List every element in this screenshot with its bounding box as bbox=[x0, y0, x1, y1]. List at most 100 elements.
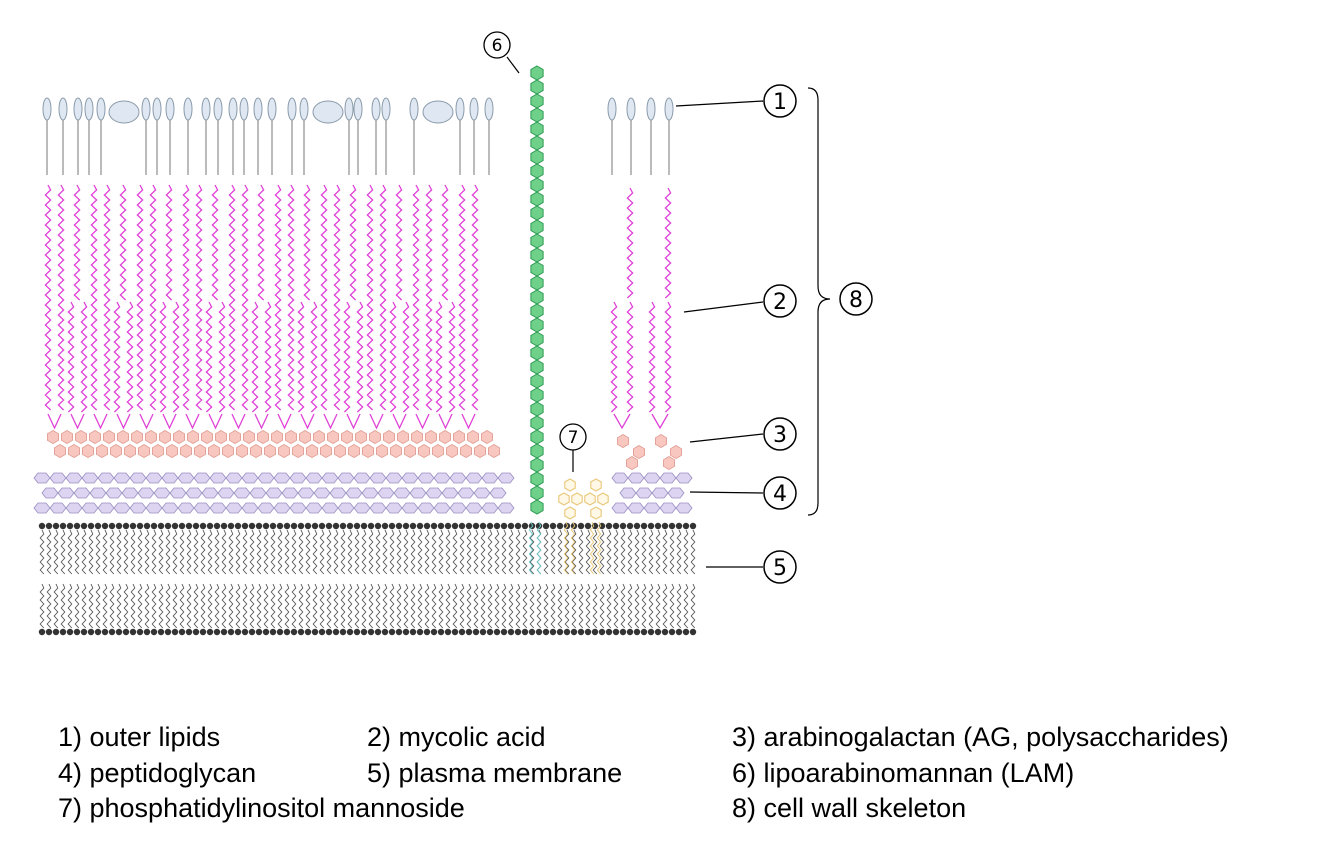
mycolic-acid-chain bbox=[310, 301, 318, 413]
peptidoglycan-unit bbox=[113, 472, 131, 484]
membrane-tail-top bbox=[452, 529, 458, 575]
membrane-head-bottom bbox=[402, 628, 410, 636]
peptidoglycan-unit bbox=[643, 502, 661, 514]
membrane-tail-bottom bbox=[256, 583, 262, 629]
outer-lipid-head bbox=[253, 97, 263, 121]
membrane-tail-top bbox=[228, 529, 234, 575]
mycolic-acid-chain bbox=[113, 301, 121, 413]
peptidoglycan-unit bbox=[337, 472, 355, 484]
mycolic-acid-chain bbox=[241, 184, 249, 411]
membrane-head-bottom bbox=[94, 628, 102, 636]
membrane-tail-bottom bbox=[501, 583, 507, 629]
outer-lipid-head bbox=[58, 97, 68, 121]
membrane-tail-bottom bbox=[592, 583, 598, 629]
mycolic-acid-linker bbox=[415, 413, 430, 430]
membrane-head-top bbox=[577, 522, 585, 530]
peptidoglycan-unit bbox=[481, 502, 499, 514]
membrane-head-top bbox=[640, 522, 648, 530]
peptidoglycan-unit bbox=[81, 472, 99, 484]
arabinogalactan-unit bbox=[340, 430, 354, 444]
membrane-head-top bbox=[409, 522, 417, 530]
arabinogalactan-unit bbox=[670, 445, 682, 459]
membrane-head-bottom bbox=[248, 628, 256, 636]
mycolic-acid-chain bbox=[287, 184, 295, 411]
membrane-tail-top bbox=[606, 529, 612, 575]
membrane-head-bottom bbox=[549, 628, 557, 636]
arabinogalactan-unit bbox=[459, 444, 473, 458]
peptidoglycan-unit bbox=[627, 472, 645, 484]
peptidoglycan-unit bbox=[201, 487, 219, 499]
mycolic-acid-linker bbox=[300, 413, 315, 430]
legend-item-cell-wall-skeleton: 8) cell wall skeleton bbox=[732, 793, 967, 823]
membrane-head-bottom bbox=[654, 628, 662, 636]
outer-lipid-head bbox=[228, 97, 238, 121]
membrane-tail-top bbox=[550, 529, 556, 575]
membrane-tail-top bbox=[67, 529, 73, 575]
mycolic-acid-chain bbox=[425, 184, 433, 411]
membrane-head-bottom bbox=[493, 628, 501, 636]
membrane-tail-top bbox=[438, 529, 444, 575]
membrane-head-bottom bbox=[409, 628, 417, 636]
membrane-tail-bottom bbox=[459, 583, 465, 629]
peptidoglycan-unit bbox=[89, 487, 107, 499]
arabinogalactan-unit bbox=[305, 444, 319, 458]
membrane-head-top bbox=[59, 522, 67, 530]
outer-lipid-head bbox=[626, 97, 636, 121]
mycolic-acid-chain bbox=[228, 184, 236, 411]
arabinogalactan-unit bbox=[326, 430, 340, 444]
peptidoglycan-unit bbox=[273, 502, 291, 514]
membrane-tail-top bbox=[88, 529, 94, 575]
membrane-head-top bbox=[318, 522, 326, 530]
mycolic-acid-chain bbox=[412, 184, 420, 411]
lam-anchor bbox=[528, 521, 534, 575]
outer-lipid-head bbox=[183, 97, 193, 121]
brace-8 bbox=[807, 87, 831, 516]
membrane-tail-bottom bbox=[466, 583, 472, 629]
membrane-head-top bbox=[129, 522, 137, 530]
peptidoglycan-unit bbox=[289, 472, 307, 484]
legend-item-peptidoglycan: 4) peptidoglycan bbox=[58, 758, 257, 788]
membrane-head-top bbox=[311, 522, 319, 530]
peptidoglycan-unit bbox=[675, 472, 693, 484]
arabinogalactan-unit bbox=[144, 430, 158, 444]
peptidoglycan-layer bbox=[33, 472, 693, 514]
membrane-head-bottom bbox=[360, 628, 368, 636]
arabinogalactan-unit bbox=[368, 430, 382, 444]
arabinogalactan-unit bbox=[179, 444, 193, 458]
membrane-tail-top bbox=[599, 529, 605, 575]
peptidoglycan-unit bbox=[305, 502, 323, 514]
membrane-tail-bottom bbox=[242, 583, 248, 629]
membrane-head-bottom bbox=[626, 628, 634, 636]
arabinogalactan-unit bbox=[617, 434, 629, 448]
membrane-tail-bottom bbox=[109, 583, 115, 629]
mycolic-acid-chain bbox=[626, 301, 634, 413]
arabinogalactan-unit bbox=[452, 430, 466, 444]
membrane-tail-top bbox=[109, 529, 115, 575]
membrane-tail-top bbox=[361, 529, 367, 575]
peptidoglycan-unit bbox=[377, 487, 395, 499]
membrane-head-bottom bbox=[87, 628, 95, 636]
arabinogalactan-unit bbox=[165, 444, 179, 458]
membrane-tail-bottom bbox=[263, 583, 269, 629]
membrane-tail-bottom bbox=[207, 583, 213, 629]
membrane-head-top bbox=[675, 522, 683, 530]
membrane-tail-bottom bbox=[536, 583, 542, 629]
membrane-head-bottom bbox=[388, 628, 396, 636]
mycolic-acid-linker bbox=[254, 413, 269, 430]
mycolic-acid-chain bbox=[648, 301, 656, 413]
peptidoglycan-unit bbox=[145, 502, 163, 514]
arabinogalactan-unit bbox=[473, 444, 487, 458]
mycolic-acid-chain bbox=[379, 184, 387, 411]
lam-sugar-unit bbox=[530, 485, 544, 501]
outer-glycolipid-head bbox=[312, 100, 344, 124]
peptidoglycan-unit bbox=[441, 487, 459, 499]
membrane-head-top bbox=[45, 522, 53, 530]
peptidoglycan-unit bbox=[137, 487, 155, 499]
membrane-head-bottom bbox=[262, 628, 270, 636]
peptidoglycan-unit bbox=[433, 502, 451, 514]
membrane-head-top bbox=[122, 522, 130, 530]
pim-sugar-unit bbox=[597, 492, 609, 506]
membrane-head-bottom bbox=[52, 628, 60, 636]
membrane-head-bottom bbox=[486, 628, 494, 636]
membrane-tail-top bbox=[445, 529, 451, 575]
